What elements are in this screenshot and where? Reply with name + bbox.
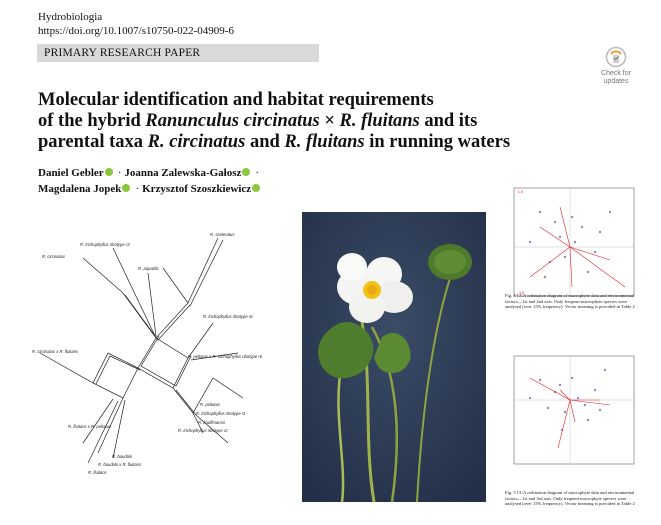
check-updates-icon <box>605 46 627 68</box>
network-label: R. trichophyllus ribotype r3 <box>80 242 130 247</box>
figure-4-caption: Fig. 4 CCA ordination diagram of macroph… <box>505 293 635 310</box>
title-line-1: Molecular identification and habitat req… <box>38 90 434 110</box>
cca-plot-fig5 <box>513 355 635 465</box>
title-line-2: of the hybrid Ranunculus circinatus × R.… <box>38 111 478 131</box>
network-edges <box>39 237 244 464</box>
network-label: R. baudotii <box>112 454 133 459</box>
check-for-updates-button[interactable]: Check for updates <box>594 46 638 85</box>
network-label: R. trichophyllus ribotype r2 <box>178 428 228 433</box>
author-line-2: Magdalena Jopek·Krzysztof Szoszkiewicz <box>38 181 262 197</box>
check-updates-line1: Check for <box>601 70 631 77</box>
journal-name: Hydrobiologia <box>38 11 103 23</box>
network-label: R. trichophyllus ribotype r1 <box>196 411 246 416</box>
figure-5-caption: Fig. 5 CCA ordination diagram of macroph… <box>505 490 635 507</box>
check-updates-line2: updates <box>603 78 629 85</box>
orcid-icon[interactable] <box>252 184 261 192</box>
flower-photo-drawing <box>302 212 486 502</box>
cca-tick-label: -1.0 <box>518 291 524 295</box>
author-name[interactable]: Joanna Zalewska-Gałosz <box>124 167 242 179</box>
author-name[interactable]: Magdalena Jopek <box>38 183 122 195</box>
network-label: R. circinatus <box>42 254 66 259</box>
network-label: R. baudotii x R. fluitans <box>98 462 142 467</box>
cca-tick-label: 1.0 <box>518 190 523 194</box>
flower-photo <box>302 212 486 502</box>
network-label: R. trichophyllus ribotype r6 <box>203 314 253 319</box>
orcid-icon[interactable] <box>104 168 113 176</box>
cca-plot-fig4 <box>513 187 635 297</box>
network-label: R. peltatus x R. trichophyllus ribotype … <box>188 354 263 359</box>
orcid-icon[interactable] <box>242 168 251 176</box>
doi-link[interactable]: https://doi.org/10.1007/s10750-022-04909… <box>38 25 234 37</box>
cca-ordination-figures: 1.0 -1.0 <box>513 187 635 465</box>
title-line-3: parental taxa R. circinatus and R. fluit… <box>38 132 511 152</box>
author-name[interactable]: Krzysztof Szoszkiewicz <box>142 183 252 195</box>
author-line-1: Daniel Gebler·Joanna Zalewska-Gałosz· <box>38 167 260 179</box>
network-label: R. circinatus x R. fluitans <box>32 349 79 354</box>
author-name[interactable]: Daniel Gebler <box>38 167 104 179</box>
author-list: Daniel Gebler·Joanna Zalewska-Gałosz· Ma… <box>38 165 262 197</box>
journal-header: Hydrobiologia https://doi.org/10.1007/s1… <box>38 10 234 38</box>
article-type-banner: PRIMARY RESEARCH PAPER <box>37 44 319 62</box>
network-label: R. peltatus <box>200 402 221 407</box>
article-title: Molecular identification and habitat req… <box>38 90 628 153</box>
network-label: R. kauffmannii <box>198 420 226 425</box>
network-label: R. sceleratus <box>210 232 235 237</box>
network-label: R. fluitans x R. peltatus <box>68 424 112 429</box>
network-label: R. aquatilis <box>138 266 160 271</box>
orcid-icon[interactable] <box>122 184 131 192</box>
network-label: R. fluitans <box>88 470 108 475</box>
phylogenetic-network-figure: R. trichophyllus ribotype r3 R. scelerat… <box>32 232 263 475</box>
